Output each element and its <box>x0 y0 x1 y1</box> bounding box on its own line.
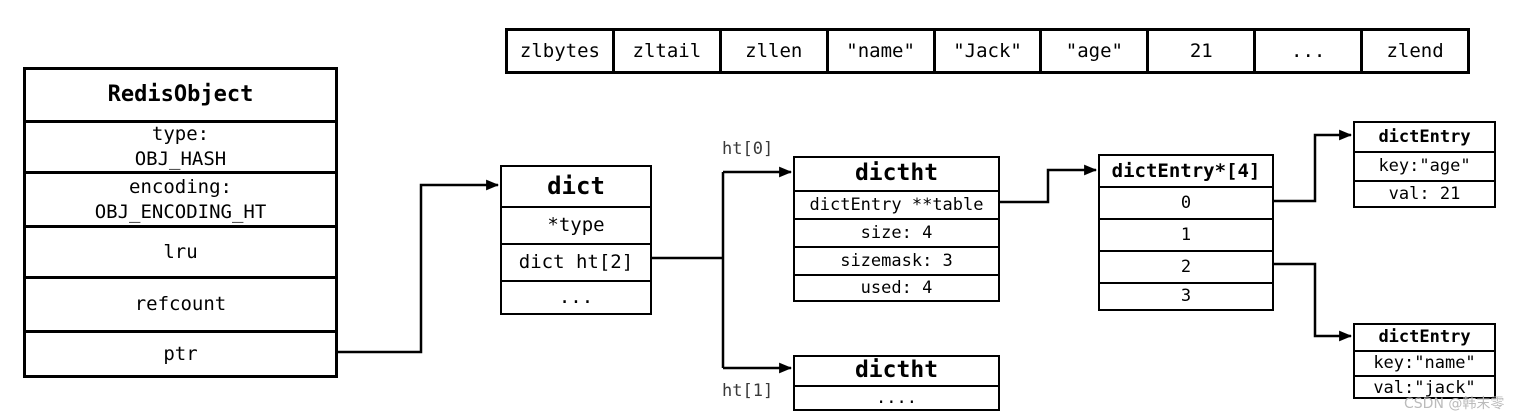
dict-row-type: *type <box>502 206 650 243</box>
row-line: OBJ_HASH <box>134 148 227 170</box>
row-line: OBJ_ENCODING_HT <box>94 200 267 223</box>
dict-entry-array-slot-2: 2 <box>1100 250 1272 282</box>
ziplist-cell-zlbytes: zlbytes <box>519 40 600 62</box>
row-line: encoding: <box>129 175 232 198</box>
redis-object-box: RedisObject type: OBJ_HASH encoding: OBJ… <box>23 67 338 378</box>
dict-entry-name-val: val:"jack" <box>1355 375 1494 399</box>
ziplist-cell-jack: "Jack" <box>932 31 1040 71</box>
dict-entry-name-title: dictEntry <box>1378 327 1471 348</box>
dict-entry-array-title: dictEntry*[4] <box>1111 159 1261 182</box>
dictht-row-table: dictEntry **table <box>795 190 998 218</box>
row-line: type: <box>151 123 210 146</box>
ziplist-cell-21: 21 <box>1146 31 1253 71</box>
dict-entry-array-box: dictEntry*[4] 0 1 2 3 <box>1098 154 1274 311</box>
ziplist-cell-zlend: zlend <box>1360 31 1467 71</box>
dict-row-ht2: dict ht[2] <box>502 243 650 280</box>
dict-entry-name-box: dictEntry key:"name" val:"jack" <box>1353 323 1496 399</box>
dict-entry-age-val: val: 21 <box>1355 180 1494 206</box>
ziplist-cell-zltail: zltail <box>611 31 719 71</box>
dictht-bottom-row-dots: .... <box>795 385 998 409</box>
dictht-row-size: size: 4 <box>795 218 998 246</box>
dict-box: dict *type dict ht[2] ... <box>500 165 652 315</box>
dict-entry-age-key: key:"age" <box>1355 151 1494 180</box>
redis-object-row-ptr: ptr <box>26 330 335 375</box>
redis-object-row-lru: lru <box>26 225 335 276</box>
dict-entry-name-key: key:"name" <box>1355 350 1494 375</box>
ht0-label: ht[0] <box>722 139 774 159</box>
redis-object-title: RedisObject <box>107 81 254 107</box>
ziplist-cell-zllen: zllen <box>718 31 826 71</box>
ht1-label: ht[1] <box>722 381 774 401</box>
dict-row-ellipsis: ... <box>502 280 650 313</box>
dictht-row-sizemask: sizemask: 3 <box>795 246 998 274</box>
redis-object-row-refcount: refcount <box>26 276 335 330</box>
dict-entry-array-slot-0: 0 <box>1100 186 1272 218</box>
csdn-watermark: CSDN @韩末零 <box>1404 396 1505 412</box>
dictht-top-box: dictht dictEntry **table size: 4 sizemas… <box>793 156 1000 302</box>
dict-entry-age-title: dictEntry <box>1378 126 1471 147</box>
dictht-top-title: dictht <box>854 160 939 187</box>
dict-title: dict <box>547 171 605 200</box>
dict-entry-array-slot-3: 3 <box>1100 282 1272 309</box>
dictht-bottom-box: dictht .... <box>793 355 1000 411</box>
dict-entry-array-slot-1: 1 <box>1100 218 1272 250</box>
dict-entry-age-box: dictEntry key:"age" val: 21 <box>1353 121 1496 208</box>
ziplist-table: zlbytes zltail zllen "name" "Jack" "age"… <box>505 28 1470 74</box>
redis-object-row-encoding: encoding: OBJ_ENCODING_HT <box>26 171 335 225</box>
dictht-row-used: used: 4 <box>795 274 998 300</box>
ziplist-cell-ellipsis: ... <box>1253 31 1360 71</box>
ziplist-cell-age: "age" <box>1039 31 1146 71</box>
redis-object-row-type: type: OBJ_HASH <box>26 120 335 171</box>
dictht-bottom-title: dictht <box>854 357 939 384</box>
ziplist-cell-name: "name" <box>825 31 933 71</box>
